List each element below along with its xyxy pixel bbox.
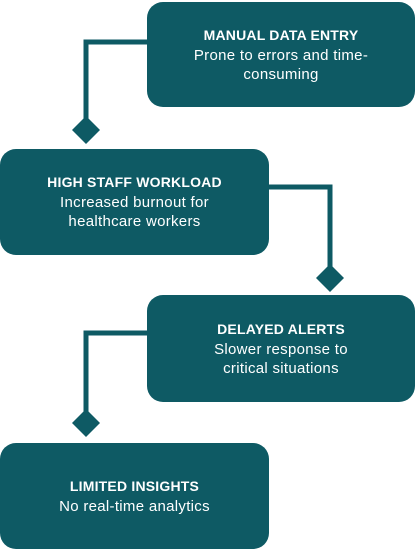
step-delayed-alerts: DELAYED ALERTS Slower response to critic…	[147, 295, 415, 402]
step-description-line: healthcare workers	[68, 213, 201, 230]
step-description-line: Increased burnout for	[60, 194, 209, 211]
step-description: Increased burnout for healthcare workers	[60, 193, 209, 231]
step-description-line: No real-time analytics	[59, 497, 210, 515]
step-description: Slower response to critical situations	[214, 340, 348, 378]
step-title: HIGH STAFF WORKLOAD	[47, 174, 222, 190]
connector-2-to-3	[269, 184, 333, 268]
connector-3-to-4	[83, 330, 147, 413]
step-description-line: Slower response to	[214, 340, 348, 358]
step-description-line: Prone to errors and time-	[193, 46, 369, 64]
step-description: Prone to errors and time- consuming	[194, 46, 368, 84]
diamond-arrow-icon	[316, 264, 344, 292]
step-description: No real-time analytics	[59, 497, 210, 516]
step-high-staff-workload: HIGH STAFF WORKLOAD Increased burnout fo…	[0, 149, 269, 255]
connector-1-to-2	[83, 39, 147, 120]
diamond-arrow-icon	[72, 409, 100, 437]
step-description-line: critical situations	[223, 359, 339, 377]
step-title: DELAYED ALERTS	[217, 320, 345, 337]
diamond-arrow-icon	[72, 116, 100, 144]
step-description-line: consuming	[243, 65, 319, 83]
step-manual-data-entry: MANUAL DATA ENTRY Prone to errors and ti…	[147, 2, 415, 107]
step-title: MANUAL DATA ENTRY	[203, 26, 359, 43]
step-title: LIMITED INSIGHTS	[69, 477, 200, 494]
step-limited-insights: LIMITED INSIGHTS No real-time analytics	[0, 443, 269, 549]
